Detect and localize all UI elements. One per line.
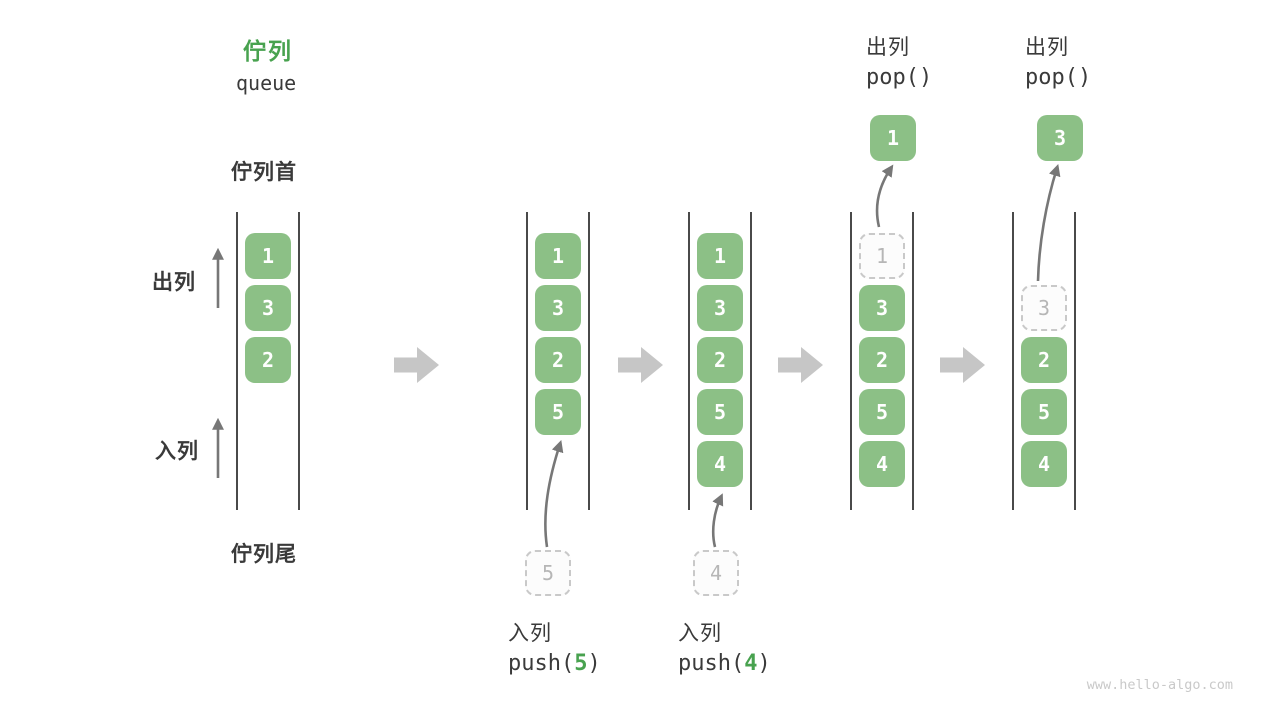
queue-channel-line: [688, 212, 690, 510]
queue-channel-line: [588, 212, 590, 510]
queue-element-box: 1: [697, 233, 743, 279]
enqueue-side-label: 入列: [155, 440, 199, 463]
popped-element-box: 3: [1037, 115, 1083, 161]
operation-label: 出列: [866, 36, 910, 59]
flow-arrow: [1036, 164, 1061, 282]
queue-channel-line: [912, 212, 914, 510]
next-state-block-arrow: [778, 347, 823, 383]
queue-element-box: 4: [697, 441, 743, 487]
next-state-block-arrow: [394, 347, 439, 383]
staged-element-box: 4: [693, 550, 739, 596]
operation-code-text: push(: [678, 651, 745, 676]
queue-element-box: 3: [535, 285, 581, 331]
queue-channel-line: [750, 212, 752, 510]
operation-label: 入列: [678, 622, 722, 645]
queue-channel-line: [236, 212, 238, 510]
queue-element-box: 3: [859, 285, 905, 331]
queue-element-box: 5: [1021, 389, 1067, 435]
operation-code-arg: 5: [574, 651, 588, 676]
queue-channel-line: [850, 212, 852, 510]
operation-code-text: push(: [508, 651, 575, 676]
diagram-title-en: queue: [236, 71, 297, 95]
queue-element-box: 2: [245, 337, 291, 383]
queue-channel-line: [1012, 212, 1014, 510]
diagram-title-zh: 佇列: [243, 38, 293, 64]
operation-code: push(4): [678, 651, 771, 676]
queue-channel-line: [526, 212, 528, 510]
queue-element-box-removed: 1: [859, 233, 905, 279]
operation-label: 入列: [508, 622, 552, 645]
queue-channel-line: [1074, 212, 1076, 510]
queue-element-box: 4: [859, 441, 905, 487]
operation-code-arg: 4: [744, 651, 758, 676]
popped-element-box: 1: [870, 115, 916, 161]
operation-code: pop(): [866, 65, 932, 90]
operation-code: push(5): [508, 651, 601, 676]
watermark: www.hello-algo.com: [1086, 677, 1233, 693]
queue-element-box: 5: [697, 389, 743, 435]
queue-element-box: 2: [859, 337, 905, 383]
queue-element-box: 3: [245, 285, 291, 331]
staged-element-box: 5: [525, 550, 571, 596]
next-state-block-arrow: [618, 347, 663, 383]
flow-arrow: [875, 164, 894, 228]
queue-rear-label: 佇列尾: [231, 543, 297, 566]
flow-arrow: [544, 440, 564, 548]
queue-channel-line: [298, 212, 300, 510]
queue-element-box: 5: [859, 389, 905, 435]
queue-element-box: 2: [535, 337, 581, 383]
queue-element-box: 4: [1021, 441, 1067, 487]
operation-code-text: ): [587, 651, 601, 676]
operation-code-text: ): [757, 651, 771, 676]
queue-element-box-removed: 3: [1021, 285, 1067, 331]
operation-code-text: pop(): [1025, 65, 1092, 90]
queue-element-box: 2: [697, 337, 743, 383]
queue-front-label: 佇列首: [231, 161, 297, 184]
queue-element-box: 1: [535, 233, 581, 279]
operation-label: 出列: [1025, 36, 1069, 59]
next-state-block-arrow: [940, 347, 985, 383]
queue-element-box: 1: [245, 233, 291, 279]
queue-element-box: 5: [535, 389, 581, 435]
flow-arrow: [711, 493, 724, 548]
operation-code: pop(): [1025, 65, 1091, 90]
dequeue-side-label: 出列: [152, 271, 196, 294]
operation-code-text: pop(): [866, 65, 933, 90]
queue-element-box: 2: [1021, 337, 1067, 383]
queue-element-box: 3: [697, 285, 743, 331]
